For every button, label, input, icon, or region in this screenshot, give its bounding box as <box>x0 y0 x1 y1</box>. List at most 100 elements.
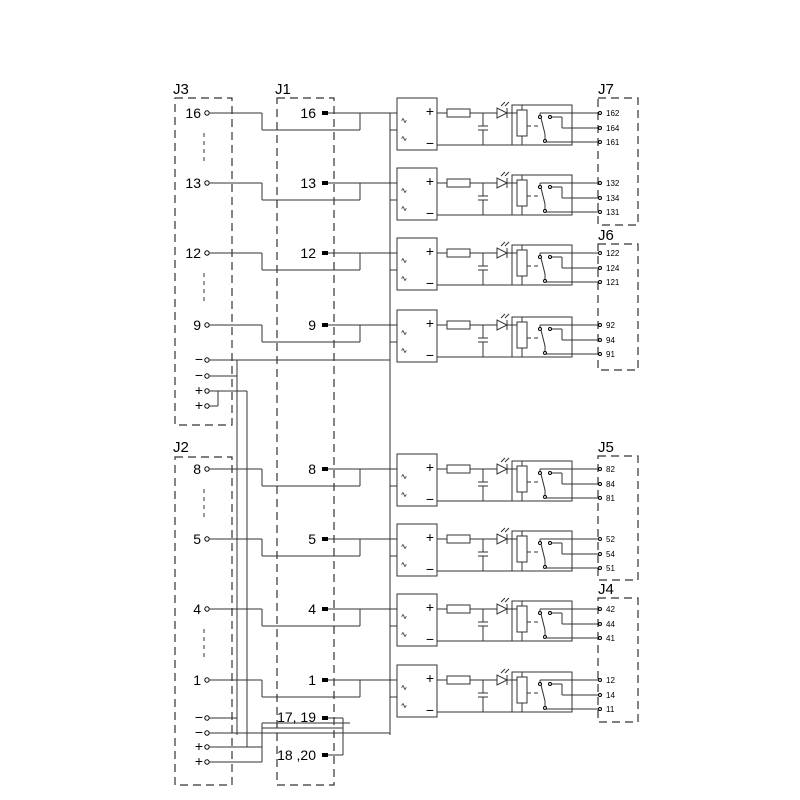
connector-j3-label: J3 <box>173 81 189 98</box>
output-terminal-label: 42 <box>606 605 615 614</box>
switch-contact <box>540 187 546 205</box>
j1-terminal-pin <box>322 607 328 611</box>
output-terminal <box>598 338 602 342</box>
connector-j1-label: J1 <box>275 81 291 98</box>
led-light-icon <box>500 597 510 603</box>
j1-terminal-pin <box>322 716 328 720</box>
relay-coil-icon <box>516 676 528 704</box>
terminal-circle <box>204 730 210 736</box>
terminal-circle <box>204 180 210 186</box>
led-icon <box>496 533 509 545</box>
terminal-circle <box>204 677 210 683</box>
led-light-icon <box>500 101 510 107</box>
output-terminal <box>598 111 602 115</box>
output-terminal-label: 131 <box>606 208 620 217</box>
relay-box <box>511 671 573 713</box>
led-icon <box>496 674 509 686</box>
terminal-circle <box>204 357 210 363</box>
output-terminal <box>598 323 602 327</box>
minus-symbol: − <box>426 491 434 507</box>
terminal-circle <box>204 536 210 542</box>
switch-contact <box>540 613 546 631</box>
led-light-icon <box>500 171 510 177</box>
resistor-icon <box>446 604 471 614</box>
output-terminal-label: 84 <box>606 480 615 489</box>
led-light-icon <box>500 313 510 319</box>
ac-symbol: ∿ <box>401 490 408 499</box>
j1-terminal-pin <box>322 181 328 185</box>
j1-terminal-pin <box>322 537 328 541</box>
led-icon <box>496 107 509 119</box>
minus-symbol: − <box>426 135 434 151</box>
output-terminal <box>598 537 602 541</box>
output-terminal <box>598 196 602 200</box>
j1-terminal-pin <box>322 323 328 327</box>
plus-symbol: + <box>426 243 434 259</box>
j1-terminal-pin <box>322 467 328 471</box>
led-light-icon <box>500 527 510 533</box>
relay-box <box>511 104 573 146</box>
input-terminal-label: 8 <box>193 461 201 477</box>
output-terminal-label: 94 <box>606 336 615 345</box>
switch-contact <box>540 329 546 347</box>
supply-terminal-sign: + <box>195 753 203 769</box>
connector-j1-box <box>276 97 335 786</box>
relay-box <box>511 316 573 358</box>
j1-supply-label: 18 ,20 <box>277 747 316 763</box>
contact-circle <box>538 255 542 259</box>
j1-terminal-label: 4 <box>308 601 316 617</box>
ac-symbol: ∿ <box>401 256 408 265</box>
plus-symbol: + <box>426 173 434 189</box>
output-terminal-label: 162 <box>606 109 620 118</box>
terminal-circle <box>204 110 210 116</box>
connector-j6-box <box>597 243 639 371</box>
plus-symbol: + <box>426 670 434 686</box>
output-terminal <box>598 210 602 214</box>
relay-coil-icon <box>516 605 528 633</box>
output-terminal-label: 164 <box>606 124 620 133</box>
plus-symbol: + <box>426 599 434 615</box>
power-module-box <box>396 523 438 577</box>
plus-symbol: + <box>426 529 434 545</box>
j1-terminal-pin <box>322 678 328 682</box>
relay-coil-icon <box>516 321 528 349</box>
resistor-icon <box>446 534 471 544</box>
output-terminal <box>598 482 602 486</box>
connector-j3-box <box>174 97 233 426</box>
minus-symbol: − <box>426 347 434 363</box>
contact-circle <box>548 185 552 189</box>
relay-box <box>511 174 573 216</box>
power-module-box <box>396 453 438 507</box>
output-terminal <box>598 552 602 556</box>
output-terminal <box>598 707 602 711</box>
switch-contact <box>540 257 546 275</box>
input-terminal-label: 4 <box>193 601 201 617</box>
connector-j5-label: J5 <box>598 439 614 456</box>
contact-circle <box>548 541 552 545</box>
contact-circle <box>548 255 552 259</box>
contact-circle <box>538 327 542 331</box>
minus-symbol: − <box>426 631 434 647</box>
ac-symbol: ∿ <box>401 630 408 639</box>
resistor-icon <box>446 320 471 330</box>
switch-contact <box>540 473 546 491</box>
terminal-circle <box>204 322 210 328</box>
ac-symbol: ∿ <box>401 612 408 621</box>
plus-symbol: + <box>426 315 434 331</box>
contact-circle <box>538 611 542 615</box>
output-terminal-label: 54 <box>606 550 615 559</box>
terminal-circle <box>204 250 210 256</box>
output-terminal <box>598 693 602 697</box>
output-terminal-label: 51 <box>606 564 615 573</box>
power-module-box <box>396 97 438 151</box>
power-module-box <box>396 309 438 363</box>
power-module-box <box>396 167 438 221</box>
contact-circle <box>548 115 552 119</box>
connector-j6-label: J6 <box>598 227 614 244</box>
power-module-box <box>396 237 438 291</box>
output-terminal <box>598 566 602 570</box>
resistor-icon <box>446 108 471 118</box>
j1-terminal-pin <box>322 753 328 757</box>
output-terminal-label: 82 <box>606 465 615 474</box>
